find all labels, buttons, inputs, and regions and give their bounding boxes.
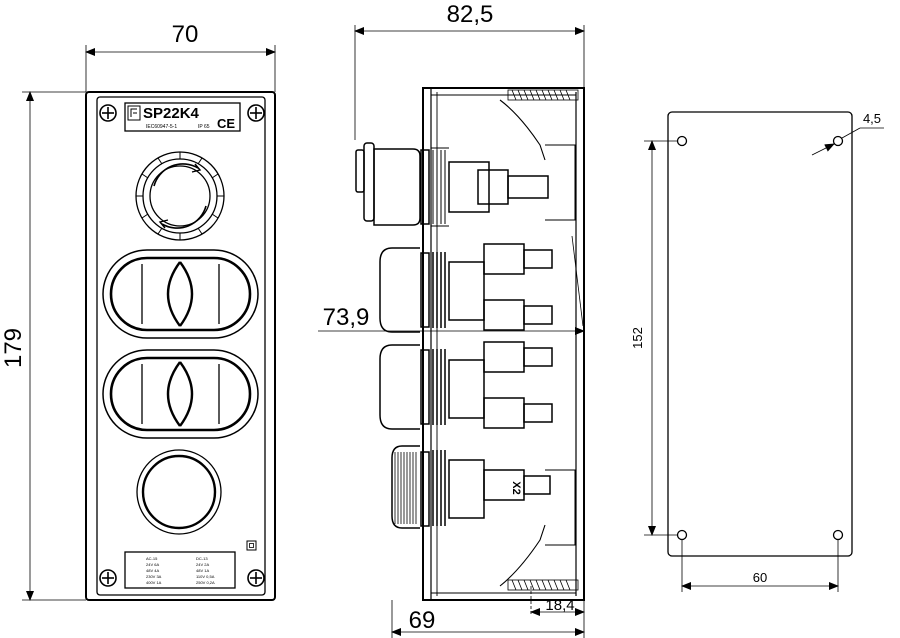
- rating-text-right: DC-13 24V 2A 48V 1A 110V 0,5A 250V 0,2A: [196, 556, 215, 585]
- enclosure-inner: [96, 96, 266, 596]
- screw-icon: [99, 569, 117, 587]
- bottom-clip: [507, 579, 579, 591]
- mounting-hole: [832, 529, 844, 541]
- mount-height-dimension: [644, 140, 678, 536]
- top-clip: [507, 89, 579, 101]
- width-dimension: [85, 45, 276, 92]
- mounting-hole: [832, 135, 844, 147]
- protrusion-dimension-label: 18,4: [545, 597, 574, 614]
- double-pushbutton: [102, 349, 259, 439]
- ground-mark: [246, 540, 257, 551]
- front-view: [22, 45, 276, 601]
- height-dimension: [22, 91, 86, 601]
- screw-icon: [99, 104, 117, 122]
- screw-icon: [247, 104, 265, 122]
- rating-text-left: AC-15 24V 6A 48V 4A 230V 3A 400V 1A: [146, 556, 162, 585]
- svg-text:48V 4A: 48V 4A: [146, 568, 159, 573]
- mount-height-label: 152: [630, 327, 645, 349]
- svg-text:24V 2A: 24V 2A: [196, 562, 209, 567]
- double-pushbutton: [102, 249, 259, 339]
- mounting-hole: [676, 529, 688, 541]
- side-view: [318, 25, 585, 638]
- mount-width-dimension: [681, 540, 839, 592]
- mounting-plate: [667, 111, 853, 557]
- svg-text:250V 0,2A: 250V 0,2A: [196, 580, 215, 585]
- blank-plug-side: [391, 445, 551, 529]
- svg-text:230V 3A: 230V 3A: [146, 574, 162, 579]
- ce-mark: CE: [217, 116, 235, 131]
- mounting-hole: [676, 135, 688, 147]
- pushbutton-side: [379, 341, 553, 430]
- inner-depth-dimension-label: 73,9: [323, 304, 370, 331]
- contact-mark: X2: [510, 481, 522, 494]
- housing-body: [422, 87, 585, 601]
- blank-plug: [136, 449, 222, 535]
- rotate-arrow-icon: [158, 219, 169, 229]
- svg-text:24V 6A: 24V 6A: [146, 562, 159, 567]
- ip-label: IP 65: [198, 124, 210, 130]
- mount-width-label: 60: [753, 570, 767, 585]
- rotate-arrow-icon: [191, 163, 202, 173]
- height-dimension-label: 179: [0, 328, 27, 368]
- enclosure-outer: [85, 91, 276, 601]
- svg-text:110V 0,5A: 110V 0,5A: [196, 574, 215, 579]
- screw-icon: [247, 569, 265, 587]
- standard-label: IEC60947-5-1: [146, 124, 177, 130]
- mounting-view: [644, 111, 884, 592]
- svg-text:DC-13: DC-13: [196, 556, 208, 561]
- emergency-stop-button: [135, 151, 225, 241]
- base-depth-dimension: [391, 600, 585, 638]
- brand-logo-icon: [127, 105, 141, 121]
- model-plate: [124, 102, 241, 132]
- hole-dimension-leader: [811, 127, 884, 156]
- emergency-stop-side: [355, 142, 549, 227]
- rating-plate: [124, 551, 236, 589]
- depth-dimension: [354, 25, 585, 140]
- hole-dimension-label: 4,5: [863, 111, 881, 126]
- depth-dimension-label: 82,5: [447, 1, 494, 28]
- model-label: SP22K4: [143, 105, 200, 122]
- pushbutton-side: [379, 243, 553, 333]
- base-depth-dimension-label: 69: [409, 607, 436, 634]
- svg-text:48V 1A: 48V 1A: [196, 568, 209, 573]
- width-dimension-label: 70: [172, 21, 199, 48]
- svg-text:400V 1A: 400V 1A: [146, 580, 162, 585]
- svg-text:AC-15: AC-15: [146, 556, 158, 561]
